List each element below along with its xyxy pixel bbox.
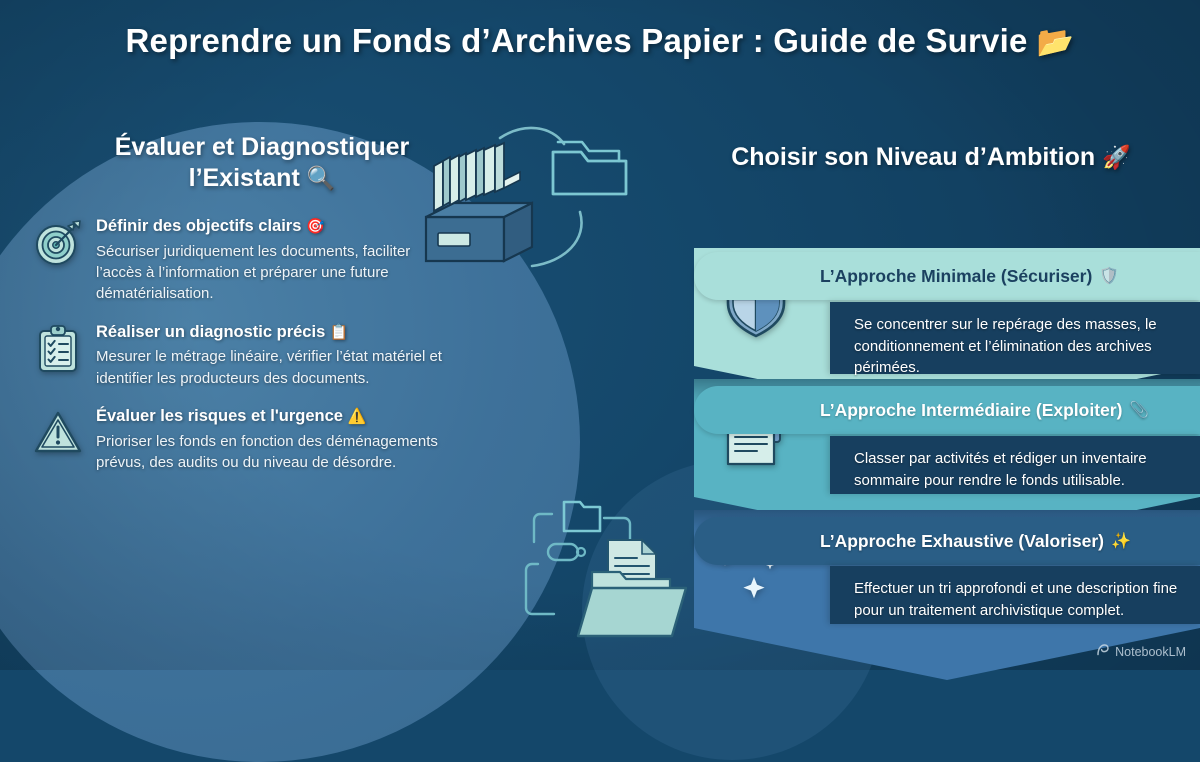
list-item-description: Sécuriser juridiquement les documents, f… bbox=[96, 242, 411, 303]
bullseye-icon: 🎯 bbox=[306, 218, 325, 235]
magnifying-glass-icon: 🔍 bbox=[306, 164, 336, 191]
paperclip-icon: 📎 bbox=[1129, 402, 1150, 419]
level-3-description: Effectuer un tri approfondi et une descr… bbox=[830, 566, 1200, 624]
left-section-heading: Évaluer et Diagnostiquer l’Existant 🔍 bbox=[32, 132, 462, 193]
page-title: Reprendre un Fonds d’Archives Papier : G… bbox=[126, 22, 1075, 60]
folder-with-document-illustration bbox=[508, 492, 723, 650]
level-2-title-text: L’Approche Intermédiaire (Exploiter) bbox=[820, 399, 1123, 420]
header: Reprendre un Fonds d’Archives Papier : G… bbox=[0, 22, 1200, 60]
list-item-description: Mesurer le métrage linéaire, vérifier l’… bbox=[96, 348, 442, 387]
list-item-text: Définir des objectifs clairs 🎯 Sécuriser… bbox=[96, 215, 454, 305]
level-1-title-text: L’Approche Minimale (Sécuriser) bbox=[820, 265, 1093, 286]
watermark-label: NotebookLM bbox=[1115, 644, 1186, 659]
shield-emoji-icon: 🛡️ bbox=[1099, 268, 1120, 285]
list-item-text: Évaluer les risques et l'urgence ⚠️ Prio… bbox=[96, 405, 454, 473]
watermark: NotebookLM bbox=[1096, 643, 1186, 660]
list-item-text: Réaliser un diagnostic précis 📋 Mesurer … bbox=[96, 321, 454, 389]
left-heading-text: Évaluer et Diagnostiquer l’Existant bbox=[114, 133, 410, 192]
list-item: Réaliser un diagnostic précis 📋 Mesurer … bbox=[32, 321, 462, 389]
archive-box-with-binders-illustration bbox=[412, 112, 672, 292]
warning-triangle-icon bbox=[32, 407, 84, 459]
list-item-description: Prioriser les fonds en fonction des démé… bbox=[96, 432, 438, 472]
right-heading-text: Choisir son Niveau d’Ambition bbox=[731, 143, 1096, 171]
open-folder-icon: 📂 bbox=[1036, 26, 1075, 59]
notebooklm-logo-icon bbox=[1096, 643, 1110, 660]
level-3-title-pill[interactable]: L’Approche Exhaustive (Valoriser) ✨ bbox=[694, 517, 1200, 565]
level-1-description: Se concentrer sur le repérage des masses… bbox=[830, 302, 1200, 376]
target-icon bbox=[32, 217, 84, 269]
right-section-heading: Choisir son Niveau d’Ambition 🚀 bbox=[690, 142, 1190, 173]
list-item-title-text: Définir des objectifs clairs bbox=[96, 217, 302, 235]
list-item: Évaluer les risques et l'urgence ⚠️ Prio… bbox=[32, 405, 462, 473]
sparkles-icon: ✨ bbox=[1110, 533, 1131, 550]
level-1-title-pill[interactable]: L’Approche Minimale (Sécuriser) 🛡️ bbox=[694, 252, 1200, 300]
level-3-description-text: Effectuer un tri approfondi et une descr… bbox=[854, 580, 1178, 619]
right-section: Choisir son Niveau d’Ambition 🚀 bbox=[690, 142, 1190, 173]
clipboard-checklist-icon bbox=[32, 323, 84, 375]
list-item: Définir des objectifs clairs 🎯 Sécuriser… bbox=[32, 215, 462, 305]
rocket-icon: 🚀 bbox=[1102, 144, 1131, 170]
left-items-list: Définir des objectifs clairs 🎯 Sécuriser… bbox=[32, 215, 462, 473]
list-item-title-text: Évaluer les risques et l'urgence bbox=[96, 406, 343, 425]
list-item-title: Définir des objectifs clairs 🎯 bbox=[96, 216, 454, 237]
list-item-title: Réaliser un diagnostic précis 📋 bbox=[96, 322, 454, 343]
left-section: Évaluer et Diagnostiquer l’Existant 🔍 Dé… bbox=[32, 132, 462, 489]
page-title-text: Reprendre un Fonds d’Archives Papier : G… bbox=[125, 22, 1028, 59]
clipboard-icon: 📋 bbox=[329, 323, 349, 341]
list-item-title: Évaluer les risques et l'urgence ⚠️ bbox=[96, 406, 454, 427]
level-2-title-pill[interactable]: L’Approche Intermédiaire (Exploiter) 📎 bbox=[694, 386, 1200, 434]
level-1-description-text: Se concentrer sur le repérage des masses… bbox=[854, 316, 1157, 377]
warning-sign-icon: ⚠️ bbox=[347, 407, 367, 425]
level-2-description: Classer par activités et rédiger un inve… bbox=[830, 436, 1200, 494]
list-item-title-text: Réaliser un diagnostic précis bbox=[96, 322, 326, 341]
level-3-title-text: L’Approche Exhaustive (Valoriser) bbox=[820, 530, 1104, 551]
level-2-description-text: Classer par activités et rédiger un inve… bbox=[854, 450, 1147, 489]
